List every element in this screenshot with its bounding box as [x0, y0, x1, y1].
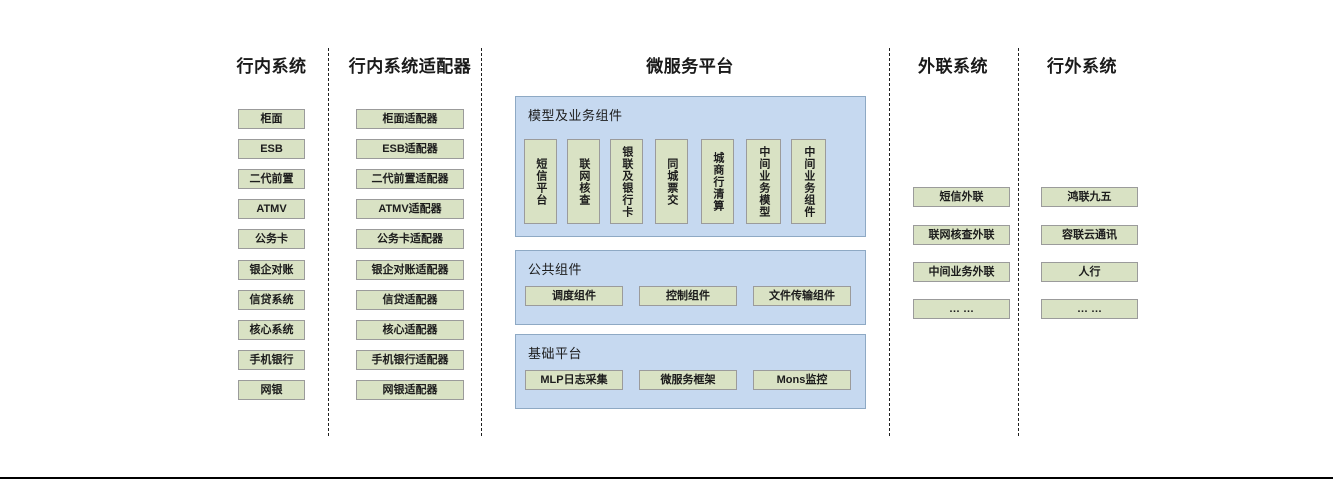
- node-outside-4[interactable]: … …: [1041, 299, 1138, 319]
- node-model-2[interactable]: 联网核查: [567, 139, 600, 224]
- node-public-3[interactable]: 文件传输组件: [753, 286, 851, 306]
- node-in-bank-6[interactable]: 银企对账: [238, 260, 305, 280]
- node-base-1[interactable]: MLP日志采集: [525, 370, 623, 390]
- node-outside-1[interactable]: 鸿联九五: [1041, 187, 1138, 207]
- node-external-2[interactable]: 联网核查外联: [913, 225, 1010, 245]
- node-model-3[interactable]: 银联及银行卡: [610, 139, 643, 224]
- node-external-1[interactable]: 短信外联: [913, 187, 1010, 207]
- node-adapter-8[interactable]: 核心适配器: [356, 320, 464, 340]
- column-divider-3: [889, 48, 890, 436]
- node-adapter-9[interactable]: 手机银行适配器: [356, 350, 464, 370]
- column-divider-1: [328, 48, 329, 436]
- node-in-bank-1[interactable]: 柜面: [238, 109, 305, 129]
- column-title-in-bank-adapters: 行内系统适配器: [348, 57, 472, 76]
- node-model-6[interactable]: 中间业务模型: [746, 139, 781, 224]
- node-external-3[interactable]: 中间业务外联: [913, 262, 1010, 282]
- node-in-bank-9[interactable]: 手机银行: [238, 350, 305, 370]
- column-divider-2: [481, 48, 482, 436]
- group-title-model-business-components: 模型及业务组件: [528, 108, 623, 123]
- node-outside-2[interactable]: 容联云通讯: [1041, 225, 1138, 245]
- node-in-bank-10[interactable]: 网银: [238, 380, 305, 400]
- node-model-1[interactable]: 短信平台: [524, 139, 557, 224]
- node-model-5[interactable]: 城商行清算: [701, 139, 734, 224]
- node-base-2[interactable]: 微服务框架: [639, 370, 737, 390]
- column-title-microservice-platform: 微服务平台: [646, 57, 734, 76]
- node-adapter-2[interactable]: ESB适配器: [356, 139, 464, 159]
- node-in-bank-7[interactable]: 信贷系统: [238, 290, 305, 310]
- node-adapter-6[interactable]: 银企对账适配器: [356, 260, 464, 280]
- node-adapter-3[interactable]: 二代前置适配器: [356, 169, 464, 189]
- column-divider-4: [1018, 48, 1019, 436]
- node-adapter-5[interactable]: 公务卡适配器: [356, 229, 464, 249]
- node-in-bank-5[interactable]: 公务卡: [238, 229, 305, 249]
- group-title-public-components: 公共组件: [528, 262, 583, 277]
- node-adapter-10[interactable]: 网银适配器: [356, 380, 464, 400]
- node-adapter-4[interactable]: ATMV适配器: [356, 199, 464, 219]
- node-adapter-7[interactable]: 信贷适配器: [356, 290, 464, 310]
- column-title-external-link-systems: 外联系统: [918, 57, 988, 76]
- node-adapter-1[interactable]: 柜面适配器: [356, 109, 464, 129]
- node-in-bank-8[interactable]: 核心系统: [238, 320, 305, 340]
- node-public-2[interactable]: 控制组件: [639, 286, 737, 306]
- bottom-divider: [0, 477, 1333, 479]
- node-public-1[interactable]: 调度组件: [525, 286, 623, 306]
- node-model-7[interactable]: 中间业务组件: [791, 139, 826, 224]
- node-model-4[interactable]: 同城票交: [655, 139, 688, 224]
- node-external-4[interactable]: … …: [913, 299, 1010, 319]
- column-title-outside-bank-systems: 行外系统: [1047, 57, 1117, 76]
- group-title-base-platform: 基础平台: [528, 346, 583, 361]
- node-in-bank-3[interactable]: 二代前置: [238, 169, 305, 189]
- column-title-in-bank-systems: 行内系统: [236, 57, 307, 76]
- node-in-bank-4[interactable]: ATMV: [238, 199, 305, 219]
- node-outside-3[interactable]: 人行: [1041, 262, 1138, 282]
- node-in-bank-2[interactable]: ESB: [238, 139, 305, 159]
- node-base-3[interactable]: Mons监控: [753, 370, 851, 390]
